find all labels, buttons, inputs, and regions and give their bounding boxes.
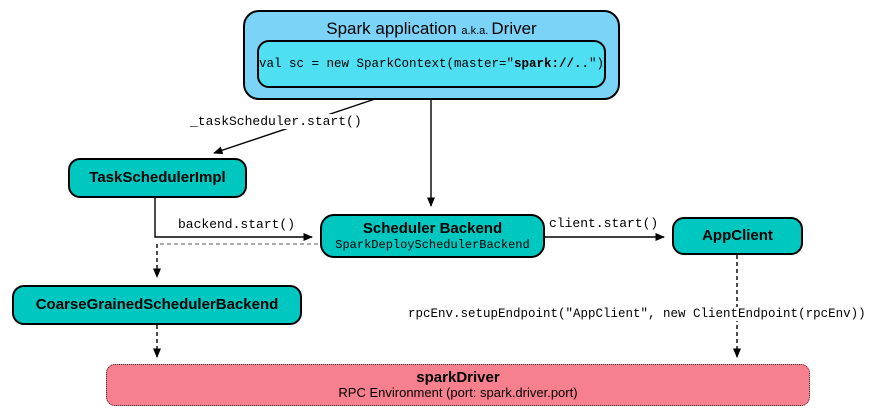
scheduler-backend-subtitle: SparkDeploySchedulerBackend	[335, 237, 530, 252]
driver-box-title: Spark application a.k.a. Driver	[326, 19, 536, 39]
code-suffix: ")	[589, 57, 605, 71]
node-taskschedulerimpl: TaskSchedulerImpl	[68, 158, 247, 198]
edge-label-taskscheduler-start: _taskScheduler.start()	[188, 114, 364, 129]
taskschedulerimpl-label: TaskSchedulerImpl	[89, 169, 226, 187]
sparkdriver-subtitle: RPC Environment (port: spark.driver.port…	[338, 385, 578, 401]
arrow-taskscheduler-to-schedulerbackend	[154, 198, 313, 241]
sparkdriver-title: sparkDriver	[416, 368, 500, 386]
node-sparkdriver-rpc-environment: sparkDriver RPC Environment (port: spark…	[106, 364, 810, 406]
code-prefix: val sc = new SparkContext(master="	[258, 57, 515, 71]
appclient-label: AppClient	[702, 227, 773, 245]
coarsegrainedschedulerbackend-label: CoarseGrainedSchedulerBackend	[35, 296, 279, 314]
node-coarsegrainedschedulerbackend: CoarseGrainedSchedulerBackend	[12, 285, 302, 325]
edge-label-client-start: client.start()	[547, 216, 661, 231]
edge-label-rpcenv-setupendpoint: rpcEnv.setupEndpoint("AppClient", new Cl…	[406, 307, 868, 321]
code-master-url: spark://..	[514, 57, 590, 71]
node-sparkcontext-code: val sc = new SparkContext(master="spark:…	[257, 40, 606, 88]
node-scheduler-backend: Scheduler Backend SparkDeploySchedulerBa…	[320, 214, 545, 258]
driver-title-main: Spark application	[326, 19, 462, 38]
edge-label-backend-start: backend.start()	[176, 217, 298, 232]
scheduler-backend-title: Scheduler Backend	[362, 220, 503, 238]
node-appclient: AppClient	[672, 217, 803, 255]
driver-title-aka: a.k.a.	[461, 25, 492, 37]
driver-title-suffix: Driver	[491, 19, 537, 38]
